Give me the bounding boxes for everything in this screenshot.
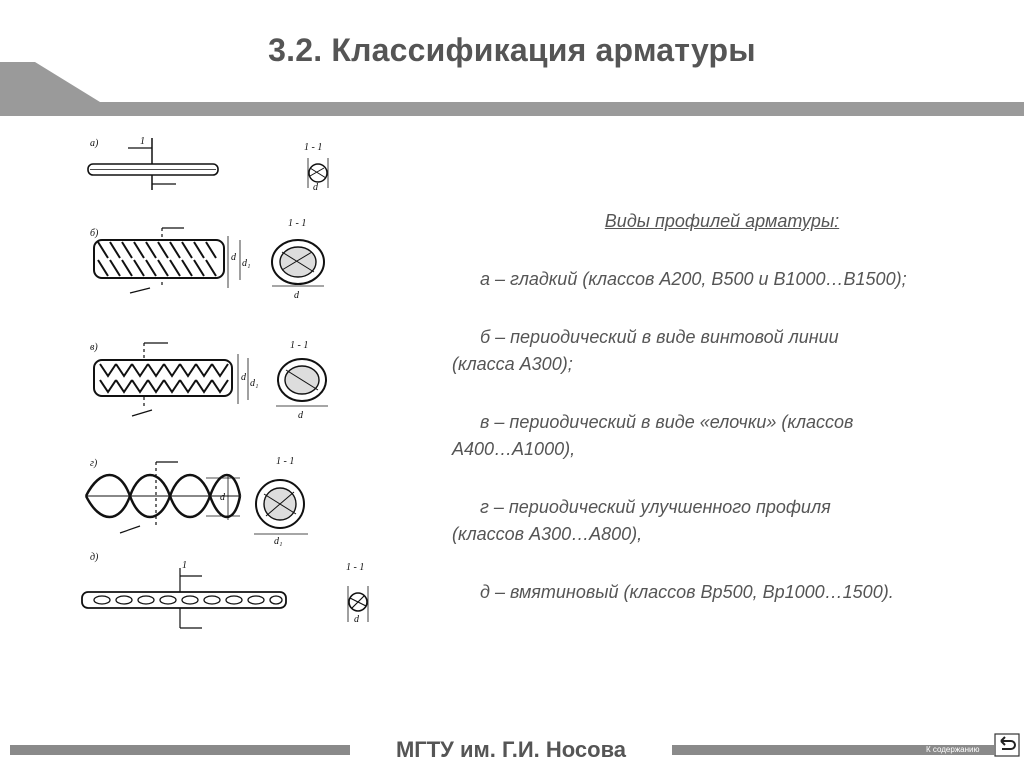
slide-title: 3.2. Классификация арматуры (268, 32, 756, 68)
footer-bar-right (672, 745, 994, 755)
label-d: д) (90, 552, 99, 563)
svg-text:d: d (313, 182, 319, 193)
svg-text:d₁: d₁ (250, 378, 258, 389)
svg-text:d: d (220, 492, 226, 503)
svg-text:d: d (298, 410, 304, 421)
profile-item-d: д – вмятиновый (классов Вр500, Вр1000…15… (480, 582, 894, 602)
header-band (0, 62, 1024, 116)
label-g: г) (90, 458, 98, 469)
profiles-heading: Виды профилей арматуры: (604, 211, 840, 231)
label-v: в) (90, 342, 98, 353)
svg-text:1 - 1: 1 - 1 (290, 340, 308, 351)
svg-text:1 - 1: 1 - 1 (304, 142, 322, 153)
svg-text:d: d (294, 290, 300, 301)
label-a: а) (90, 138, 99, 149)
profile-item-v: в – периодический в виде «елочки» (класс… (452, 412, 854, 459)
footer-org: МГТУ им. Г.И. Носова (395, 737, 627, 762)
svg-text:1: 1 (182, 560, 187, 571)
svg-text:1: 1 (140, 136, 145, 147)
label-b: б) (90, 228, 99, 239)
profile-item-g: г – периодический улучшенного профиля (к… (452, 497, 831, 544)
back-arrow-icon[interactable] (994, 733, 1020, 757)
contents-link[interactable]: К содержанию (926, 745, 980, 754)
footer-bar-left (10, 745, 350, 755)
rebar-profiles-figure: а) 1 1 - 1 d б) d d₁ 1 - 1 d в) (81, 136, 369, 629)
profiles-description: Виды профилей арматуры: а – гладкий (кла… (452, 208, 992, 637)
svg-text:d₁: d₁ (242, 258, 250, 269)
svg-text:d: d (354, 614, 360, 625)
profile-item-a: а – гладкий (классов А200, В500 и В1000…… (480, 269, 907, 289)
svg-text:d: d (231, 252, 237, 263)
svg-text:d: d (241, 372, 247, 383)
profile-item-b: б – периодический в виде винтовой линии … (452, 327, 839, 374)
svg-text:1 - 1: 1 - 1 (288, 218, 306, 229)
svg-text:1 - 1: 1 - 1 (276, 456, 294, 467)
svg-text:d₁: d₁ (274, 536, 282, 547)
svg-text:1 - 1: 1 - 1 (346, 562, 364, 573)
